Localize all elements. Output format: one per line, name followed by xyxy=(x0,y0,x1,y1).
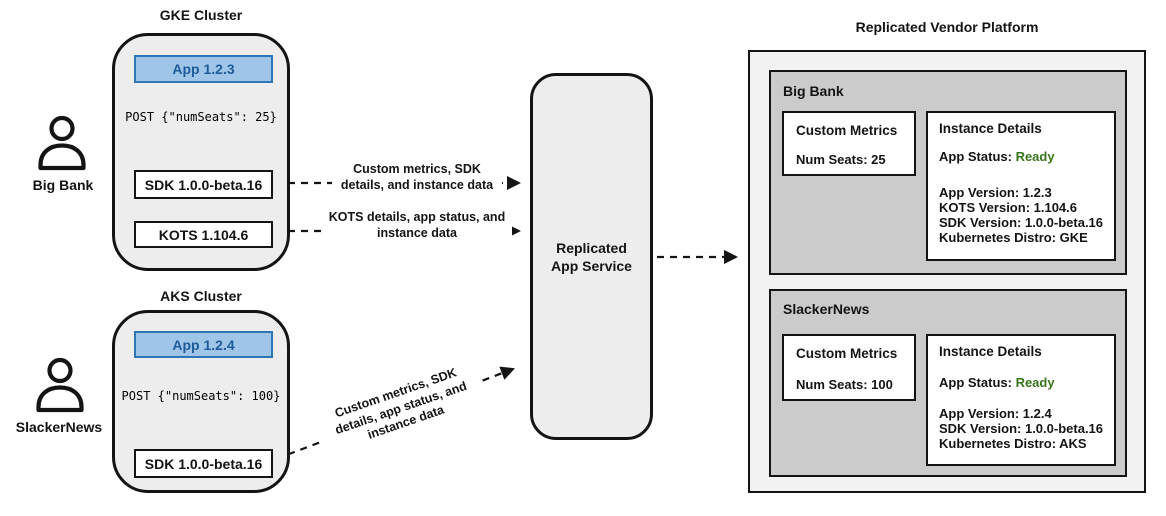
gke-sdk-box: SDK 1.0.0-beta.16 xyxy=(134,170,273,199)
custom-metrics-value: Num Seats: 100 xyxy=(796,377,893,392)
instance-detail-lines: App Version: 1.2.3 KOTS Version: 1.104.6… xyxy=(939,185,1103,245)
big-bank-user-icon xyxy=(36,115,88,173)
detail-line: SDK Version: 1.0.0-beta.16 xyxy=(939,421,1104,436)
gke-kots-box: KOTS 1.104.6 xyxy=(134,221,273,248)
customer-name: Big Bank xyxy=(783,83,844,99)
detail-line: SDK Version: 1.0.0-beta.16 xyxy=(939,215,1104,230)
detail-line: Kubernetes Distro: AKS xyxy=(939,436,1087,451)
app-status-value: Ready xyxy=(1015,375,1055,390)
aks-post-request: POST {"numSeats": 100} xyxy=(121,389,281,403)
gke-cluster-box: App 1.2.3 POST {"numSeats": 25} SDK 1.0.… xyxy=(112,33,290,271)
flow-label-line: KOTS details, app status, and xyxy=(328,210,506,224)
instance-detail-lines: App Version: 1.2.4 SDK Version: 1.0.0-be… xyxy=(939,406,1103,451)
gke-post-request: POST {"numSeats": 25} xyxy=(125,110,277,124)
flow-label-line: instance data xyxy=(377,225,457,240)
slackernews-actor-label: SlackerNews xyxy=(15,419,103,435)
gke-app-box: App 1.2.3 xyxy=(134,55,273,83)
aks-sdk-box: SDK 1.0.0-beta.16 xyxy=(134,449,273,478)
app-status-label: App Status: xyxy=(939,149,1016,164)
custom-metrics-value: Num Seats: 25 xyxy=(796,152,886,167)
gke-cluster-title: GKE Cluster xyxy=(159,7,243,23)
big-bank-actor-label: Big Bank xyxy=(32,177,94,193)
aks-cluster-box: App 1.2.4 POST {"numSeats": 100} SDK 1.0… xyxy=(112,310,290,493)
detail-line: KOTS Version: 1.104.6 xyxy=(939,200,1078,215)
slackernews-user-icon xyxy=(34,357,86,415)
detail-line: Kubernetes Distro: GKE xyxy=(939,230,1088,245)
service-label-line: Replicated xyxy=(556,239,627,256)
detail-line: App Version: 1.2.3 xyxy=(939,185,1052,200)
custom-metrics-panel: Custom Metrics Num Seats: 25 xyxy=(782,111,916,176)
service-label-line: App Service xyxy=(551,257,632,274)
gke-kots-flow-label: KOTS details, app status, and instance d… xyxy=(322,210,512,241)
custom-metrics-title: Custom Metrics xyxy=(796,123,898,138)
flow-label-line: Custom metrics, SDK xyxy=(353,162,481,176)
custom-metrics-panel: Custom Metrics Num Seats: 100 xyxy=(782,334,916,401)
instance-details-panel: Instance Details App Status: Ready App V… xyxy=(926,334,1116,466)
instance-details-title: Instance Details xyxy=(939,121,1042,136)
vendor-platform-title: Replicated Vendor Platform xyxy=(855,19,1039,35)
customer-card-big-bank: Big Bank Custom Metrics Num Seats: 25 In… xyxy=(769,70,1127,275)
app-status-line: App Status: Ready xyxy=(939,149,1055,164)
custom-metrics-title: Custom Metrics xyxy=(796,346,898,361)
detail-line: App Version: 1.2.4 xyxy=(939,406,1052,421)
instance-details-panel: Instance Details App Status: Ready App V… xyxy=(926,111,1116,261)
vendor-platform-box: Big Bank Custom Metrics Num Seats: 25 In… xyxy=(748,50,1146,493)
app-status-label: App Status: xyxy=(939,375,1016,390)
app-status-line: App Status: Ready xyxy=(939,375,1055,390)
gke-sdk-flow-label: Custom metrics, SDK details, and instanc… xyxy=(332,162,502,193)
customer-name: SlackerNews xyxy=(783,301,870,317)
replicated-app-service-box: Replicated App Service xyxy=(530,73,653,440)
instance-details-title: Instance Details xyxy=(939,344,1042,359)
flow-label-line: details, and instance data xyxy=(340,177,494,192)
app-status-value: Ready xyxy=(1015,149,1055,164)
customer-card-slackernews: SlackerNews Custom Metrics Num Seats: 10… xyxy=(769,289,1127,477)
aks-app-box: App 1.2.4 xyxy=(134,331,273,358)
aks-cluster-title: AKS Cluster xyxy=(160,288,242,304)
